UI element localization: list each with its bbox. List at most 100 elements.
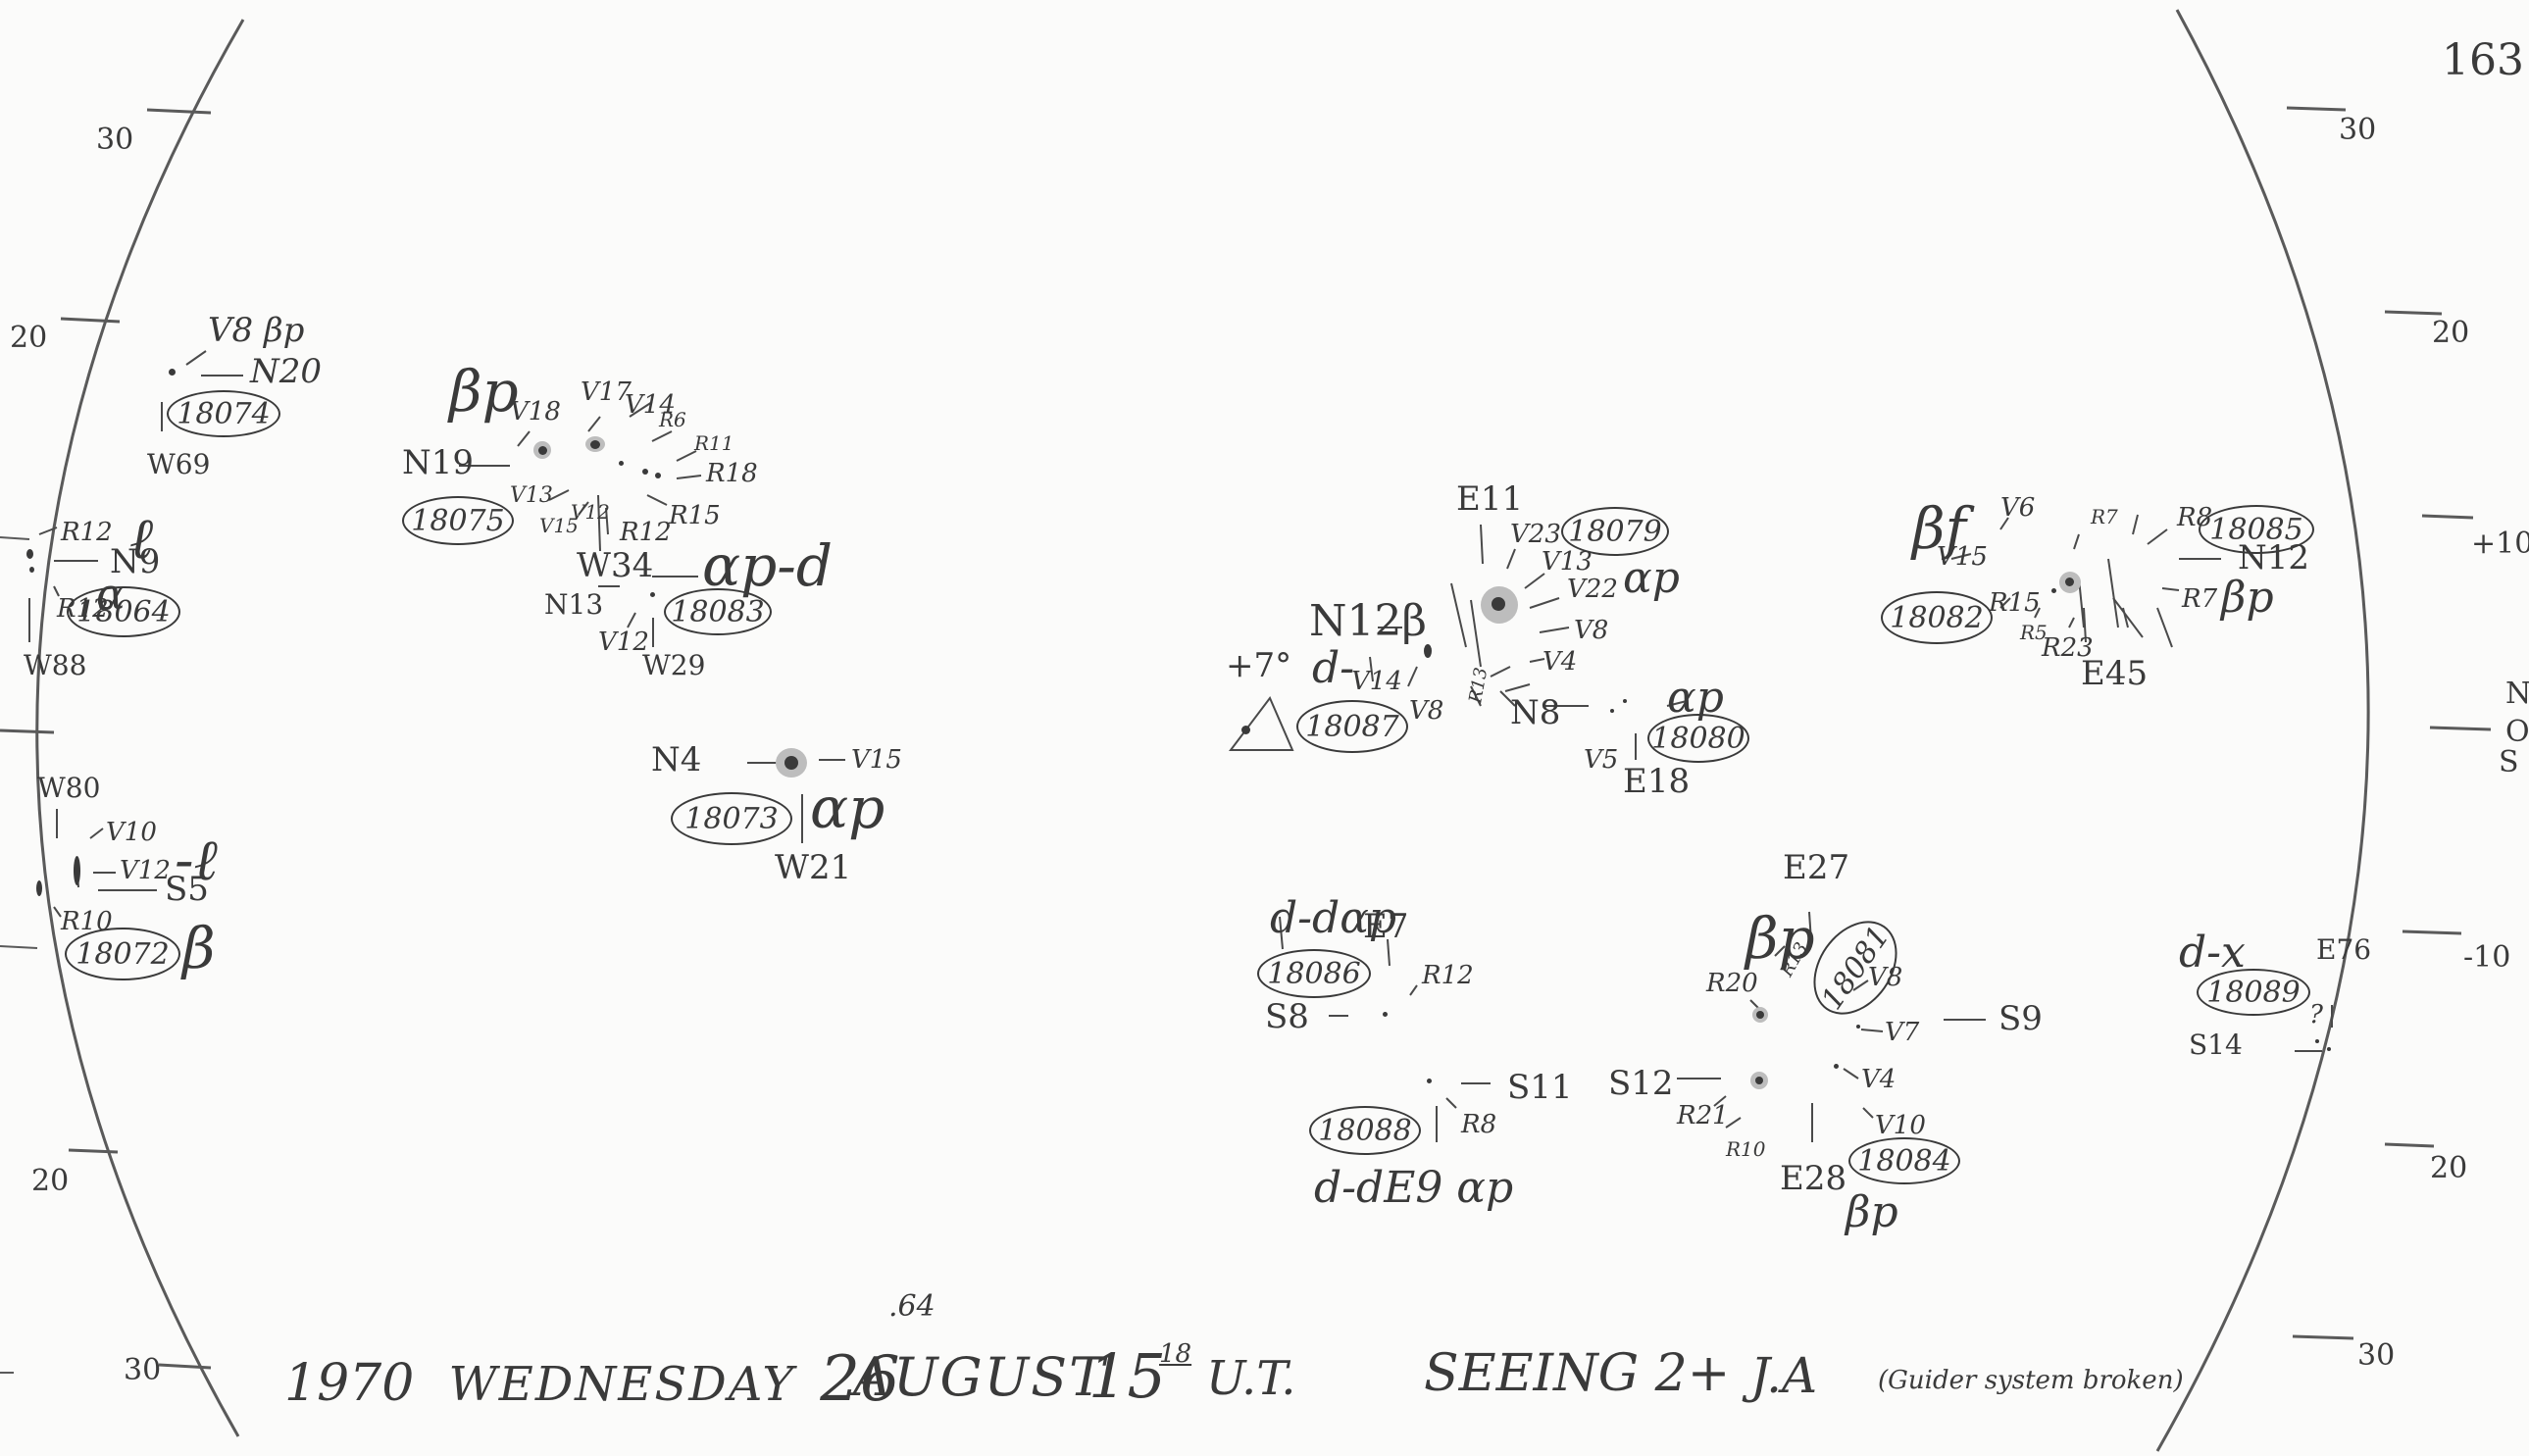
label: E18 [1623,762,1691,801]
label: N8 [1510,693,1561,732]
label: W69 [147,448,211,480]
label: R20 [1706,969,1758,998]
spot [1610,709,1614,713]
label: E7 [1363,907,1409,946]
spot [29,567,34,573]
label: N9 [110,542,161,581]
label: E28 [1780,1159,1847,1198]
spot [538,446,547,455]
label: R7 [2091,505,2118,528]
region-number: 18086 [1257,949,1371,998]
label: V15 [851,745,902,775]
right-scale-label-20-top: 20 [2432,316,2470,350]
label: d-x [2179,928,2246,978]
spot [590,440,600,449]
spot [2051,588,2056,593]
left-limb-arc [35,19,245,1437]
left-scale-label-20-top: 20 [10,321,48,355]
label: V10 [106,818,157,847]
label: S9 [1998,999,2043,1038]
label: V13 [1542,547,1593,577]
label: V23 [1510,520,1561,549]
label: αp [1667,673,1724,723]
label: R5 [2020,621,2048,644]
region-number: 18080 [1647,714,1749,763]
label: N12 [2238,538,2310,577]
label: S5 [165,870,209,909]
region-number: 18064 [67,586,180,637]
label: V14 [1351,667,1402,696]
spot [619,461,624,466]
footer-day: 26 [820,1343,900,1416]
label: S12 [1608,1064,1674,1103]
label: V15 [539,514,579,537]
label: R12 [620,518,672,547]
spot [1383,1012,1388,1017]
label: V4 [1861,1065,1897,1094]
right-scale-label-20-bottom: 20 [2430,1151,2468,1185]
label: αp [810,775,885,841]
label: V8 βp [208,311,305,350]
label: N13 [544,588,604,621]
footer-time: 15 [1088,1340,1166,1412]
spot [1623,699,1627,703]
left-scale-label-30-bottom: 30 [124,1353,162,1387]
label: V8 [1574,616,1609,645]
label: E45 [2081,654,2149,693]
right-scale-label-o: O [2505,715,2529,749]
label: R8 [1461,1110,1497,1139]
region-number: 18082 [1881,591,1993,644]
label: R18 [706,459,758,488]
spot [169,369,176,376]
spot [1756,1011,1764,1019]
label: N19 [402,443,475,482]
label: V14 [625,390,676,420]
region-number: 18085 [2199,505,2314,554]
label: d- [1312,643,1355,693]
label: V15 [1937,542,1988,572]
label: N20 [250,352,323,391]
right-scale-label-30-top: 30 [2339,113,2377,147]
right-limb-arc [2155,9,2370,1452]
spot [642,469,648,475]
right-scale-label-plus-10: +10 [2471,527,2529,561]
label: R6 [659,408,686,431]
footer-observer: J.A [1750,1347,1818,1404]
region-number: 18073 [671,792,792,845]
spot [74,856,80,885]
footer-note: (Guider system broken) [1878,1366,2184,1395]
label: V5 [1584,745,1619,775]
footer-day-fraction: .64 [888,1289,936,1324]
label: R23 [2042,633,2094,663]
label: V6 [2000,493,2036,523]
region-number: 18074 [167,390,280,437]
spot [655,473,661,478]
label: E76 [2316,933,2372,966]
label: N12β [1309,596,1427,646]
region-number: 18089 [2197,969,2310,1016]
label: V4 [1543,647,1578,677]
footer-year: 1970 [284,1354,415,1413]
left-scale-label-30-top: 30 [96,123,134,157]
label: V8 [1868,963,1903,992]
label: -ℓ [175,827,218,893]
label: S11 [1507,1068,1573,1107]
label: +7° [1226,646,1292,685]
footer-time-minutes: 18 [1159,1339,1192,1369]
label: V12 [598,628,649,657]
region-number: 18084 [1848,1137,1960,1184]
spot [2065,577,2074,586]
label: βf [1912,495,1966,562]
label: V8 [1409,696,1444,726]
label: W29 [642,649,706,681]
label: V22 [1567,575,1618,604]
label: V10 [1875,1111,1926,1140]
label: R7 [2182,584,2218,614]
label: S14 [2189,1029,2243,1061]
spot [26,549,33,559]
label: S8 [1265,997,1309,1036]
label: βp [1846,1187,1898,1237]
label: d-dαp [1270,893,1397,943]
